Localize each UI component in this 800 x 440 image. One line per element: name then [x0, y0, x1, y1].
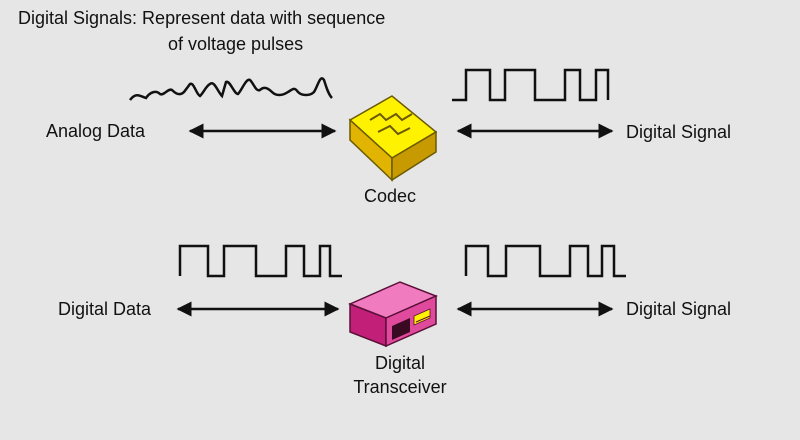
label-transceiver-line2: Transceiver	[353, 377, 447, 397]
label-codec: Codec	[363, 186, 417, 206]
diagram-title-line2: of voltage pulses	[168, 34, 304, 54]
digital-transceiver-icon	[348, 281, 438, 348]
label-digital-data: Digital Data	[58, 299, 152, 319]
digital-waveform-codec-output	[452, 68, 610, 102]
diagram-title-line1: Digital Signals: Represent data with seq…	[18, 8, 386, 28]
label-analog-data: Analog Data	[46, 121, 146, 141]
label-transceiver-line1: Digital	[374, 353, 426, 373]
label-digital-signal-row1: Digital Signal	[626, 122, 732, 142]
digital-waveform-transceiver-output	[464, 244, 626, 278]
label-digital-signal-row2: Digital Signal	[626, 299, 732, 319]
analog-waveform	[129, 77, 333, 101]
digital-waveform-data	[178, 244, 342, 278]
codec-chip-icon	[348, 95, 438, 182]
